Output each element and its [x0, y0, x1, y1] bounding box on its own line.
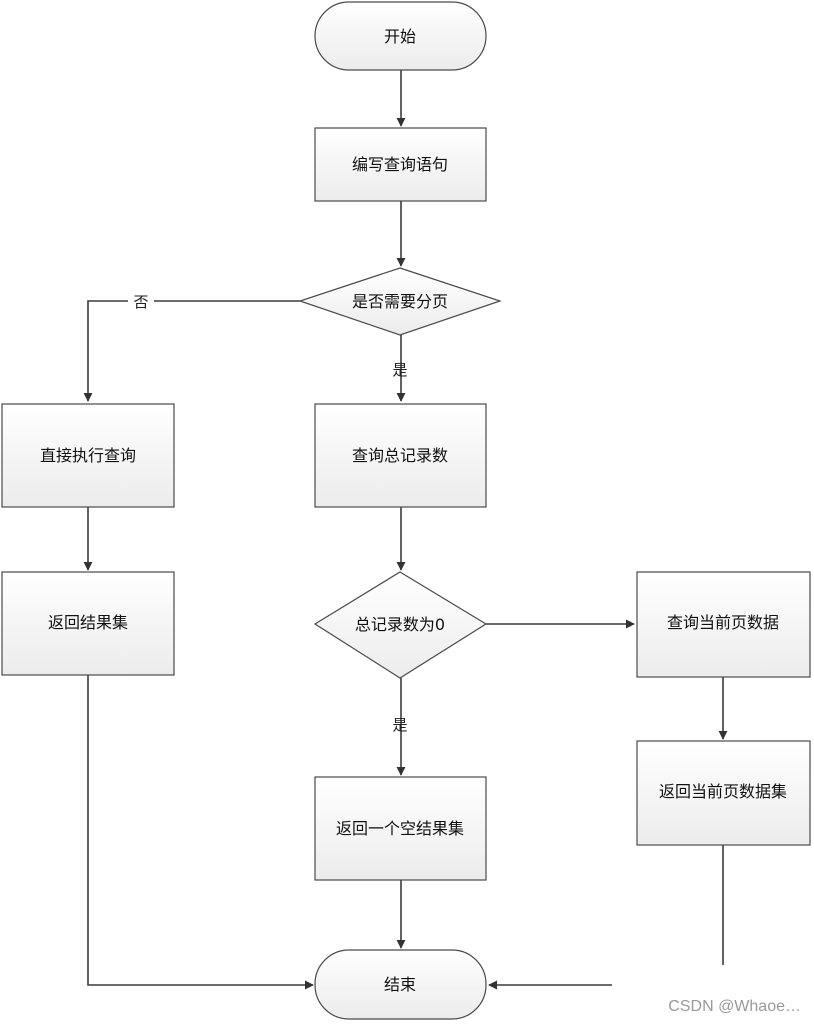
start-label: 开始	[384, 27, 416, 46]
end-label: 结束	[384, 975, 416, 994]
write-query-node: 编写查询语句	[314, 127, 487, 202]
query-current-page-node: 查询当前页数据	[636, 571, 811, 678]
edge-label-yes-zero: 是	[392, 716, 407, 734]
need-paging-decision: 是否需要分页	[298, 267, 502, 336]
count-zero-decision: 总记录数为0	[313, 571, 488, 679]
write-query-label: 编写查询语句	[352, 155, 448, 174]
query-total-count-node: 查询总记录数	[314, 403, 487, 508]
end-node: 结束	[314, 949, 487, 1020]
return-empty-set-label: 返回一个空结果集	[336, 819, 464, 838]
return-result-set-node: 返回结果集	[1, 571, 175, 676]
query-current-page-label: 查询当前页数据	[667, 613, 779, 632]
return-current-page-set-label: 返回当前页数据集	[659, 782, 787, 801]
need-paging-label: 是否需要分页	[352, 292, 448, 311]
watermark-text: CSDN @Whaoe…	[668, 998, 801, 1015]
count-zero-label: 总记录数为0	[355, 615, 445, 634]
edge-return-to-end	[87, 675, 314, 990]
edge-label-yes-paging: 是	[392, 361, 407, 379]
edge-label-no: 否	[133, 293, 148, 311]
return-current-page-set-node: 返回当前页数据集	[636, 740, 811, 846]
return-result-set-label: 返回结果集	[48, 613, 128, 632]
query-total-count-label: 查询总记录数	[352, 446, 448, 465]
start-node: 开始	[314, 1, 487, 71]
edge-decision-no	[83, 300, 300, 402]
label-bg-no	[128, 291, 154, 311]
direct-query-node: 直接执行查询	[1, 403, 175, 508]
edges	[83, 70, 728, 990]
return-empty-set-node: 返回一个空结果集	[314, 776, 487, 881]
direct-query-label: 直接执行查询	[40, 446, 136, 465]
